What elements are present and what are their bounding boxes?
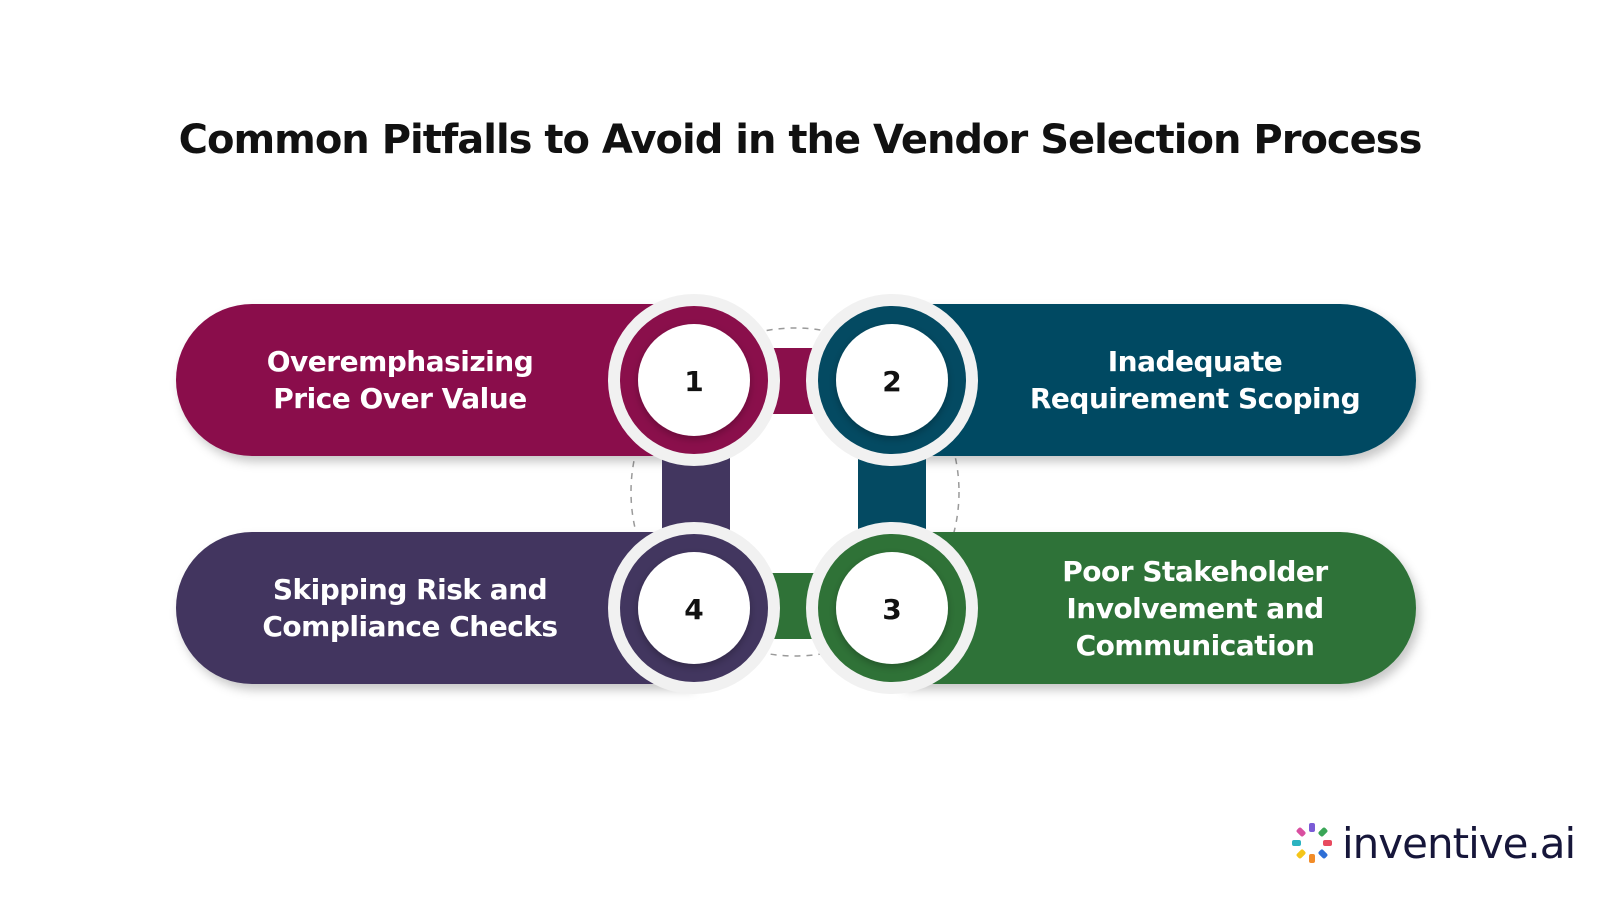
step-label-line: Inadequate	[1107, 345, 1283, 378]
pill-step-4	[176, 532, 690, 684]
number-ring-4: 4	[608, 522, 780, 694]
step-label-line: Skipping Risk and	[272, 573, 548, 606]
step-label-line: Compliance Checks	[262, 610, 558, 643]
pill-step-3	[900, 532, 1416, 684]
page-title: Common Pitfalls to Avoid in the Vendor S…	[178, 117, 1423, 163]
step-label-line: Requirement Scoping	[1029, 382, 1361, 415]
number-ring-1: 1	[608, 294, 780, 466]
step-number-2: 2	[882, 365, 901, 398]
logo-text: inventive.ai	[1342, 818, 1576, 868]
pill-step-1	[176, 304, 690, 456]
step-number-4: 4	[684, 593, 703, 626]
step-label-line: Price Over Value	[273, 382, 527, 415]
step-label-line: Poor Stakeholder	[1062, 554, 1328, 588]
step-label-line: Overemphasizing	[266, 345, 534, 378]
starburst-logo-icon	[1292, 823, 1332, 863]
step-number-3: 3	[882, 593, 901, 626]
brand-logo: inventive.ai	[1290, 815, 1590, 871]
step-label-line: Communication	[1075, 628, 1315, 662]
step-label-line: Involvement and	[1066, 591, 1324, 625]
number-ring-2: 2	[806, 294, 978, 466]
step-number-1: 1	[684, 365, 703, 398]
dashed-guide-circle	[630, 327, 960, 657]
number-ring-3: 3	[806, 522, 978, 694]
pill-step-2	[900, 304, 1416, 456]
